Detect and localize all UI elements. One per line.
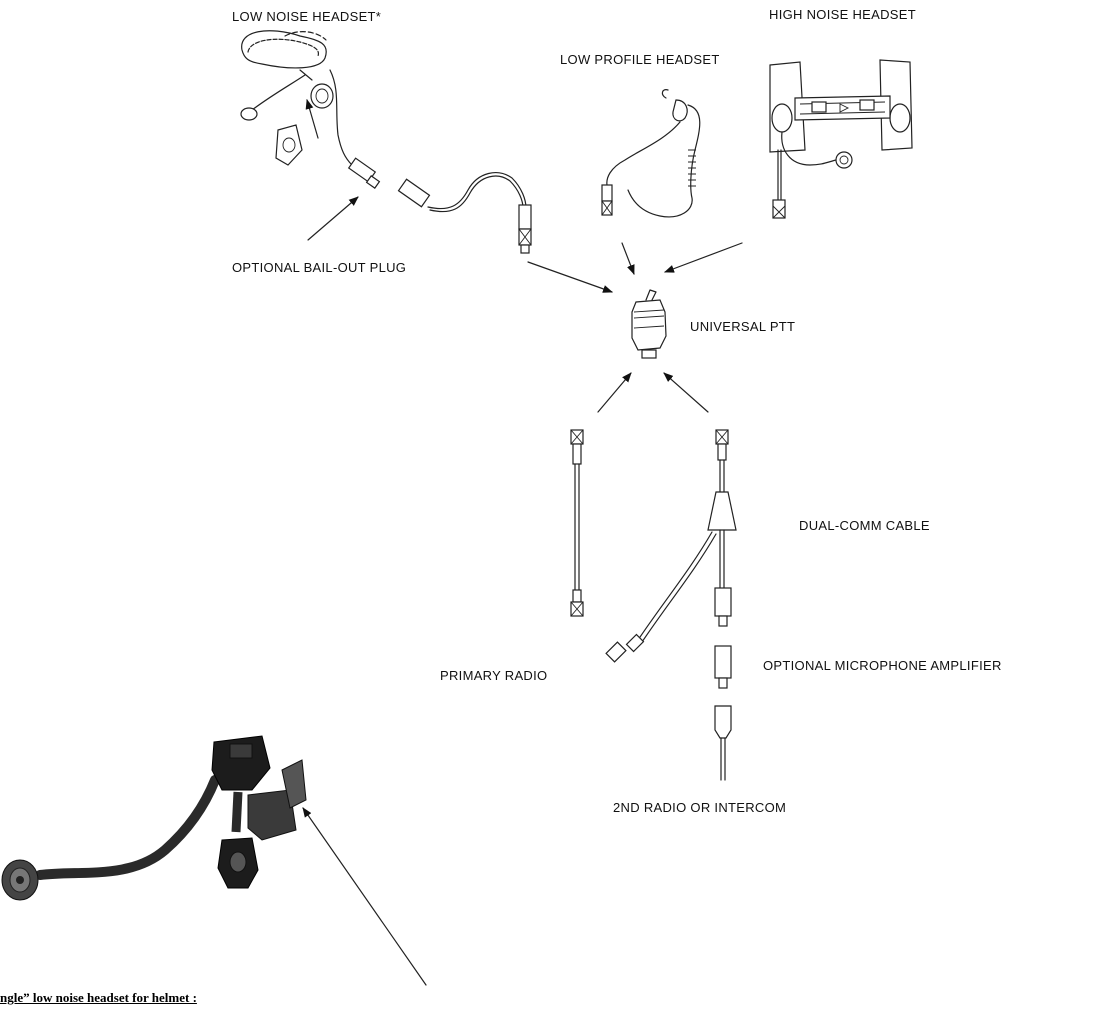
dual-comm-cable bbox=[605, 429, 737, 781]
low-profile-headset-drawing bbox=[601, 89, 701, 218]
low-noise-headset-drawing bbox=[240, 30, 532, 254]
connection-arrows bbox=[302, 99, 743, 986]
universal-ptt-drawing bbox=[631, 289, 667, 359]
photo-caption: ngle” low noise headset for helmet : bbox=[0, 990, 197, 1005]
primary-radio-cable bbox=[570, 429, 584, 617]
label-primary-radio: PRIMARY RADIO bbox=[440, 668, 548, 683]
label-second-radio: 2ND RADIO OR INTERCOM bbox=[613, 800, 787, 815]
label-high-noise-headset: HIGH NOISE HEADSET bbox=[769, 7, 916, 22]
label-low-profile-headset: LOW PROFILE HEADSET bbox=[560, 52, 720, 67]
label-universal-ptt: UNIVERSAL PTT bbox=[690, 319, 796, 334]
label-mic-amplifier: OPTIONAL MICROPHONE AMPLIFIER bbox=[763, 658, 1002, 673]
high-noise-headset-drawing bbox=[769, 59, 913, 219]
label-bail-out-plug: OPTIONAL BAIL-OUT PLUG bbox=[232, 260, 407, 275]
label-low-noise-headset: LOW NOISE HEADSET* bbox=[232, 9, 382, 24]
label-dual-comm-cable: DUAL-COMM CABLE bbox=[799, 518, 930, 533]
helmet-headset-photo bbox=[1, 735, 307, 901]
